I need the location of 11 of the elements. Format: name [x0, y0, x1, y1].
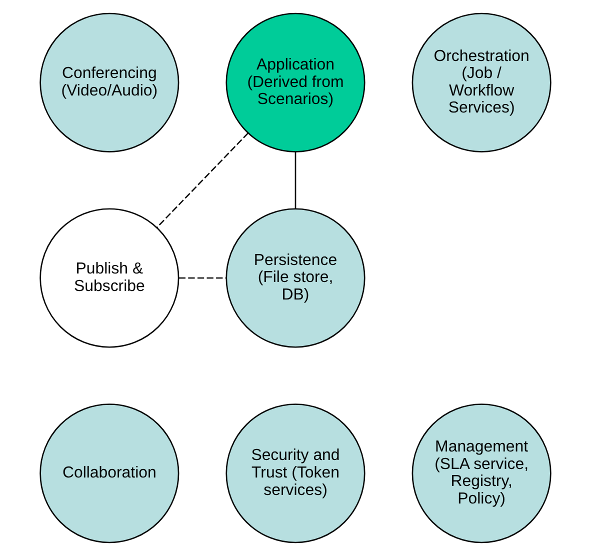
connector: [178, 277, 226, 279]
node-circle: Conferencing (Video/Audio): [39, 12, 179, 152]
node-circle: Application (Derived from Scenarios): [225, 12, 365, 152]
node-circle: Persistence (File store, DB): [225, 208, 365, 348]
connector: [294, 152, 296, 209]
connector: [156, 132, 248, 228]
node-circle: Security and Trust (Token services): [225, 404, 365, 544]
node-circle: Management (SLA service, Registry, Policy): [411, 404, 551, 544]
node-circle: Orchestration (Job / Workflow Services): [411, 12, 551, 152]
node-circle: Publish & Subscribe: [39, 208, 179, 348]
node-circle: Collaboration: [39, 404, 179, 544]
